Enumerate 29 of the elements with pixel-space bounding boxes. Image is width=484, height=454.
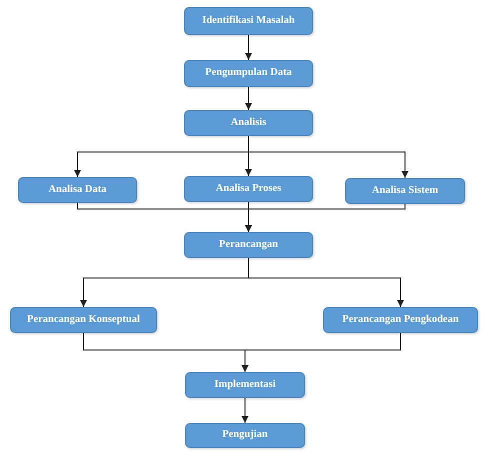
step-label: Perancangan Konseptual [27,314,140,326]
arrow [248,258,404,308]
step-label: Perancangan Pengkodean [342,314,459,326]
process-box [184,176,313,202]
process-box [345,178,465,204]
step-label: Identifikasi Masalah [202,14,295,28]
process-box [184,232,313,258]
process-box [18,177,137,203]
arrow [245,86,252,110]
step-label: Analisa Proses [216,182,282,196]
arrow [248,136,408,178]
arrow [242,332,401,372]
process-box [185,423,305,448]
step-label: Pengumpulan Data [205,67,292,80]
arrow [242,398,248,424]
process-box [184,7,313,35]
step-label: Perancangan [219,238,278,252]
step-label: Pengujian [222,429,268,442]
process-box [10,307,157,333]
process-box [185,372,305,398]
process-box [184,60,313,87]
process-box [323,307,478,333]
step-label: Implementasi [214,378,276,392]
arrow [245,34,252,60]
process-box [184,110,313,136]
step-label: Analisa Data [48,184,107,196]
step-label: Analisis [230,116,266,130]
step-label: Analisa Sistem [372,184,438,198]
arrow [245,204,406,232]
